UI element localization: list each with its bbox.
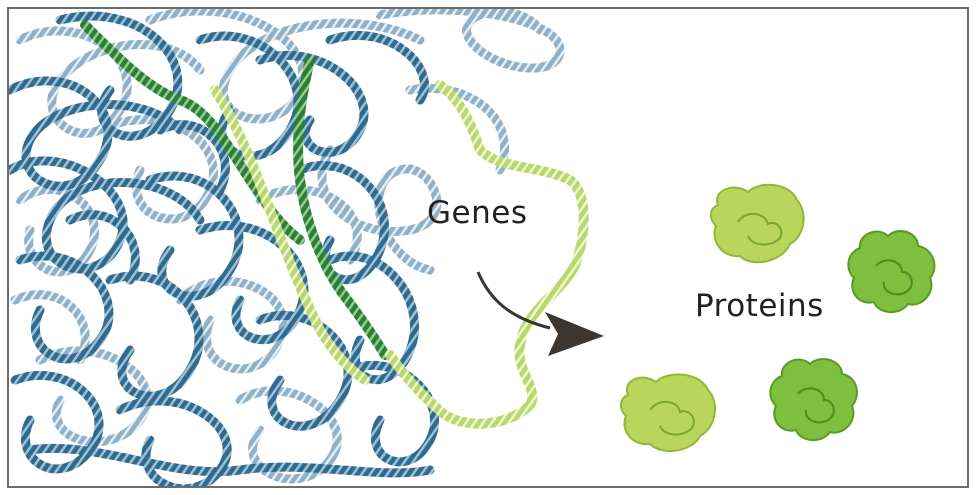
gene-segment-light [210,80,589,429]
genes-label: Genes [427,195,528,231]
arrow-icon [476,271,604,356]
protein-icon [620,183,936,452]
proteins-label: Proteins [695,288,824,324]
diagram-frame [7,7,969,488]
dna-tangle [9,9,589,486]
dna-strand-icon [9,11,439,486]
